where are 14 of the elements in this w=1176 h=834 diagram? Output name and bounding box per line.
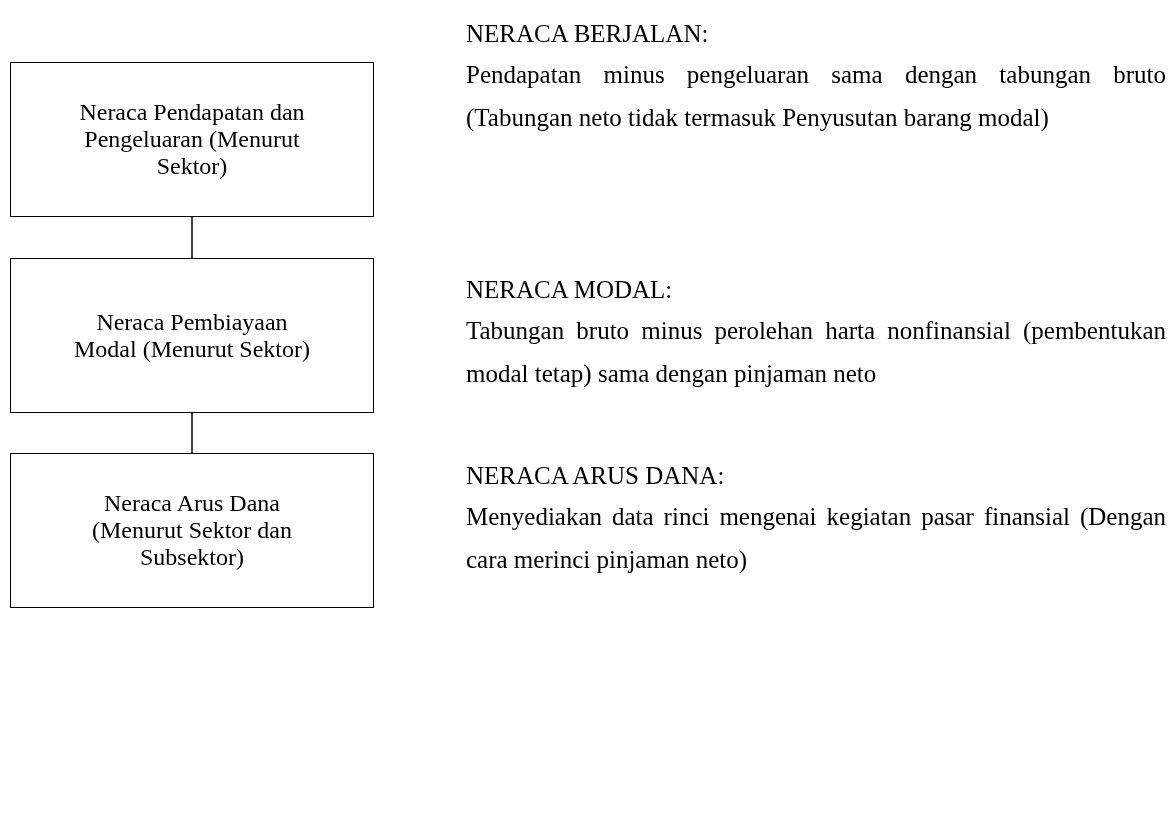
process-box	[10, 258, 374, 413]
connector-line	[191, 412, 193, 454]
description-text: Tabungan bruto minus perolehan harta nonfinansial (pembentukan modal tetap) sama dengan pinjaman neto	[466, 316, 1166, 390]
process-box	[10, 453, 374, 608]
section-heading: NERACA MODAL:	[466, 276, 673, 304]
section-heading: NERACA BERJALAN:	[466, 20, 709, 48]
box-label: Neraca Pendapatan dan Pengeluaran (Menurut Sektor)	[78, 99, 306, 180]
process-box	[10, 62, 374, 217]
section-heading: NERACA ARUS DANA:	[466, 462, 725, 490]
box-label: Neraca Pembiayaan Modal (Menurut Sektor)	[74, 308, 310, 363]
box-label: Neraca Arus Dana (Menurut Sektor dan Subsektor)	[91, 490, 293, 571]
description-text: Menyediakan data rinci mengenai kegiatan pasar finansial (Dengan cara merinci pinjaman neto)	[466, 502, 1166, 575]
description-text: Pendapatan minus pengeluaran sama dengan tabungan bruto (Tabungan neto tidak termasuk Penyusutan barang modal)	[466, 60, 1166, 134]
connector-line	[191, 216, 193, 259]
